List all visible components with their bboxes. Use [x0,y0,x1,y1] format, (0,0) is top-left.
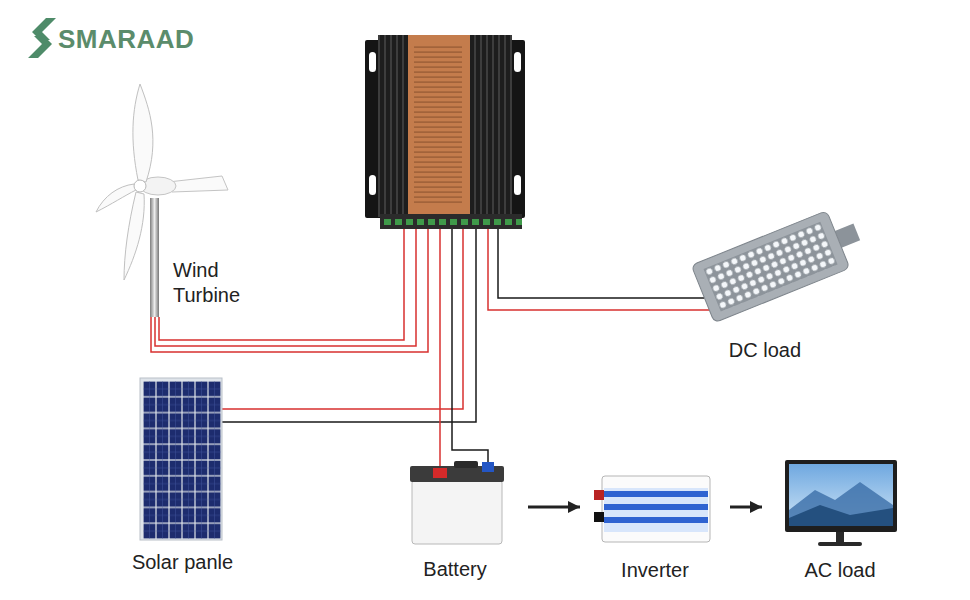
component-label: Inverter [621,558,689,583]
battery-negative-wire [452,228,488,462]
load-negative-wire [498,228,704,298]
positive-terminal [433,468,447,478]
inverter-stripe [604,517,708,523]
solar-negative-wire [222,228,476,422]
component-node: Inverter [580,468,730,591]
monitor-base [818,542,862,546]
turbine-blade [133,84,153,182]
turbine-hub [134,180,146,192]
controller-sticker [408,35,470,215]
inverter-terminal [594,512,604,522]
battery-positive-wire [439,228,441,468]
terminal-strip [380,214,522,229]
battery-handle [454,461,478,468]
mounting-slot [514,175,521,195]
mounting-slot [369,52,376,72]
battery-body [412,480,502,544]
turbine-tail [168,176,228,192]
monitor-bezel [785,460,897,532]
mounting-slot [369,175,376,195]
screen-mountains [789,505,893,526]
component-node: Battery [382,458,528,590]
brand-logo-text: SMARAAD [58,24,194,55]
monitor-stand [836,532,844,543]
flow-arrow [528,506,580,509]
inverter-stripe [604,504,708,510]
turbine-blade [124,192,144,280]
solar-panel-drawing [140,378,222,540]
component-label: DC load [729,338,801,363]
sticker-fine-print [412,45,466,205]
turbine-pole [150,198,159,317]
inverter-drawing [594,476,710,542]
turbine-wire [155,228,416,346]
turbine-blade [96,184,136,212]
monitor-screen [789,464,893,526]
lamp-housing [691,211,850,323]
component-node: AC load [762,455,918,591]
flow-arrow [730,506,762,509]
connector-group [528,507,762,508]
negative-terminal [482,462,494,472]
screen-mountains [789,482,893,526]
inverter-panel [604,488,708,532]
solar-positive-wire [222,228,463,409]
component-label: Battery [423,557,486,582]
load-positive-wire [488,228,709,310]
battery-drawing [410,461,504,544]
inverter-case [602,476,710,542]
wiring [151,228,709,468]
component-label: Solar panle [132,550,233,575]
mounting-slot [514,52,521,72]
turbine-wire [151,228,428,352]
component-label: Wind Turbine [173,258,263,308]
monitor-drawing [785,460,897,546]
controller-fins [378,35,512,217]
panel-cells [143,381,221,539]
inverter-stripe [604,491,708,497]
logo-icon [28,18,56,58]
panel-frame [140,378,222,540]
logo-chevron [28,36,52,58]
wind-turbine-drawing [96,84,228,317]
inverter-terminal [594,490,604,500]
lamp-leds [704,222,838,312]
charge-controller [365,35,525,229]
component-node: Wind Turbine [90,78,267,316]
component-label: AC load [804,558,875,583]
component-node: DC load [670,205,860,371]
component-node: Solar panle [125,372,240,583]
street-lamp-drawing [691,203,868,323]
turbine-wire [159,228,404,340]
